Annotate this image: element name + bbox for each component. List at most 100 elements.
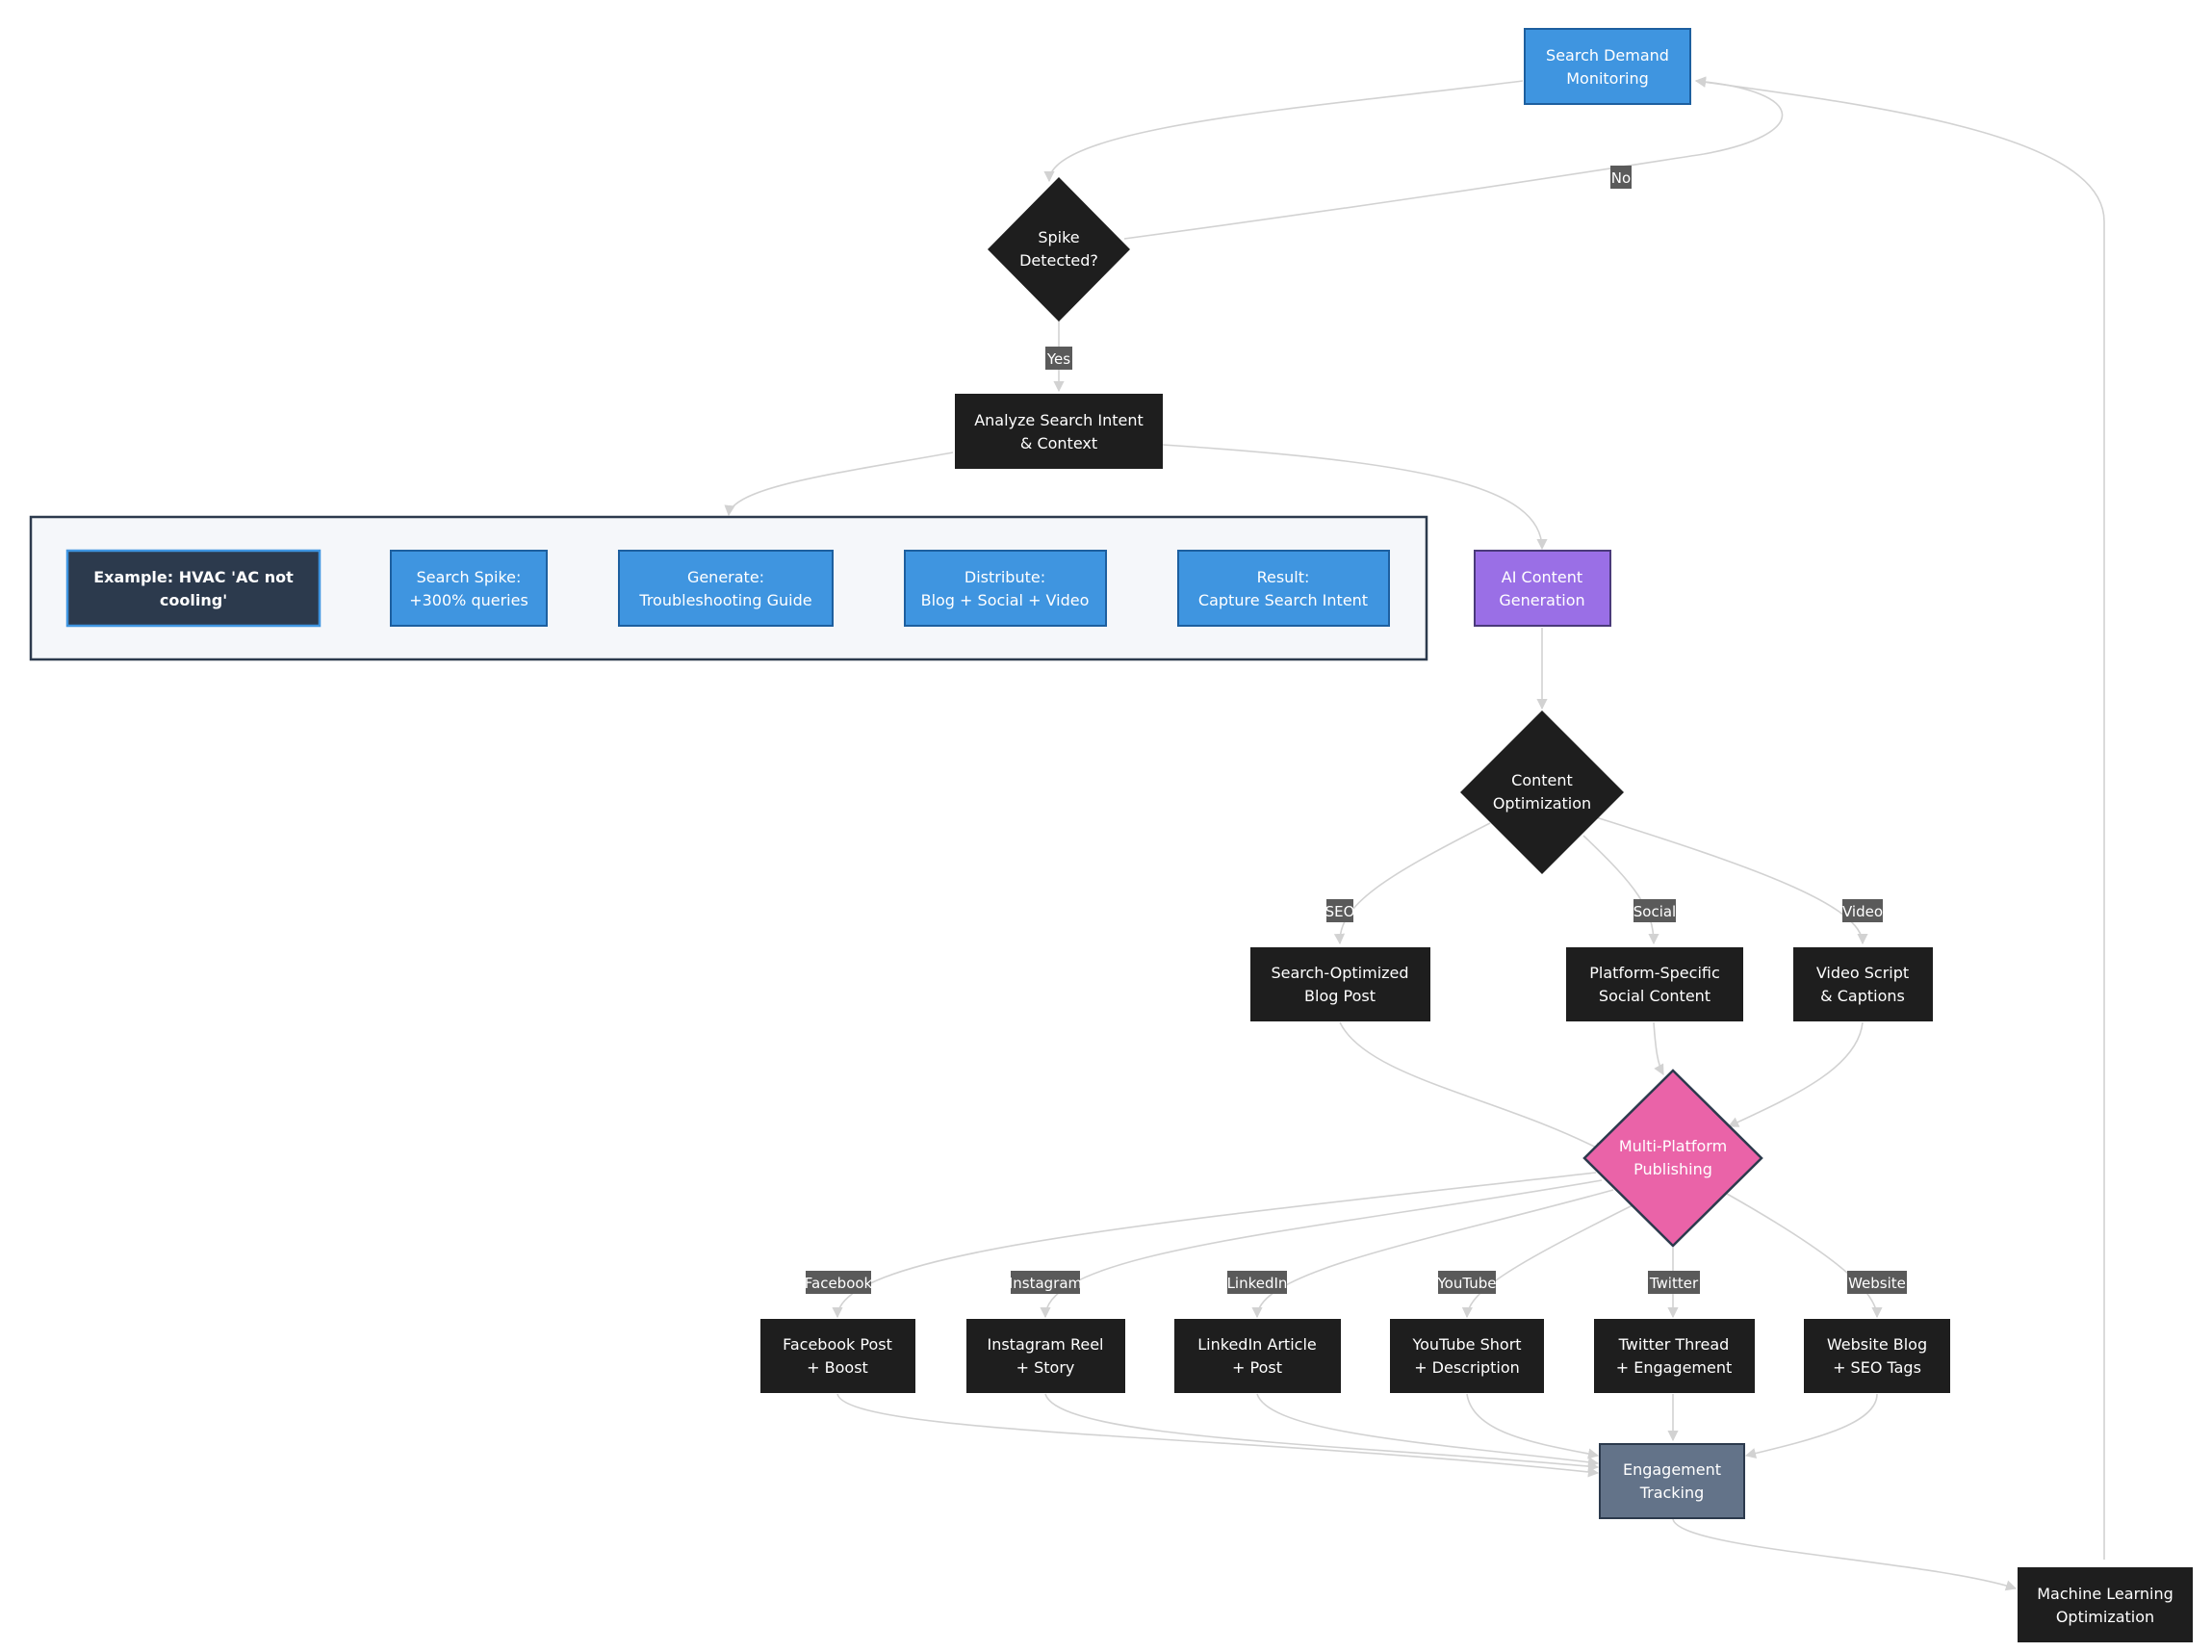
example-subgraph: Example: HVAC 'AC not cooling' Search Sp…	[29, 515, 1428, 661]
node-ai-content[interactable]: AI Content Generation	[1474, 550, 1611, 627]
instagram-reel-line-2: + Story	[1016, 1358, 1075, 1377]
example-distribute-line-1: Distribute:	[965, 568, 1045, 586]
node-website-blog[interactable]: Website Blog + SEO Tags	[1804, 1319, 1950, 1393]
example-spike-node[interactable]: Search Spike: +300% queries	[390, 550, 548, 627]
analyze-intent-line-1: Analyze Search Intent	[974, 411, 1144, 429]
node-search-demand[interactable]: Search Demand Monitoring	[1524, 28, 1691, 105]
edge-opt-to-social	[1582, 835, 1659, 945]
ai-content-line-1: AI Content	[1502, 568, 1582, 586]
ml-optimization-line-1: Machine Learning	[2037, 1585, 2173, 1603]
example-title-node[interactable]: Example: HVAC 'AC not cooling'	[65, 549, 322, 628]
example-distribute-line-2: Blog + Social + Video	[921, 591, 1090, 609]
node-multi-platform[interactable]: Multi-Platform Publishing	[1582, 1069, 1763, 1248]
edge-label-instagram: Instagram	[1009, 1271, 1082, 1294]
edge-multi-to-youtube	[1461, 1202, 1637, 1319]
example-spike-line-2: +300% queries	[409, 591, 528, 609]
svg-text:Website: Website	[1848, 1275, 1906, 1292]
edge-labels: No Yes SEO Social Video Facebook Instagr…	[805, 166, 1907, 1294]
svg-text:SEO: SEO	[1325, 903, 1355, 920]
ml-optimization-line-2: Optimization	[2056, 1608, 2154, 1626]
youtube-short-line-1: YouTube Short	[1411, 1335, 1521, 1354]
edge-label-social: Social	[1633, 899, 1676, 922]
edge-analyze-to-ai	[1162, 444, 1548, 551]
edge-label-video: Video	[1842, 899, 1883, 922]
svg-text:Social: Social	[1633, 903, 1676, 920]
node-spike-detected[interactable]: Spike Detected?	[988, 177, 1130, 322]
video-script-line-1: Video Script	[1816, 964, 1909, 982]
facebook-post-line-2: + Boost	[807, 1358, 868, 1377]
example-result-line-1: Result:	[1257, 568, 1310, 586]
blog-post-line-2: Blog Post	[1304, 987, 1376, 1005]
twitter-thread-line-1: Twitter Thread	[1618, 1335, 1730, 1354]
edge-facebook-to-engagement	[836, 1393, 1600, 1478]
node-engagement-tracking[interactable]: Engagement Tracking	[1599, 1443, 1745, 1519]
edges	[320, 76, 2105, 1591]
website-blog-line-2: + SEO Tags	[1833, 1358, 1921, 1377]
edge-opt-to-video	[1592, 815, 1868, 945]
edge-label-no: No	[1610, 166, 1632, 189]
edge-social-to-multi	[1653, 1021, 1664, 1075]
node-instagram-reel[interactable]: Instagram Reel + Story	[966, 1319, 1125, 1393]
example-spike-line-1: Search Spike:	[417, 568, 522, 586]
node-social-content[interactable]: Platform-Specific Social Content	[1566, 947, 1743, 1021]
engagement-tracking-line-2: Tracking	[1639, 1484, 1705, 1502]
edge-label-twitter: Twitter	[1648, 1271, 1700, 1294]
search-demand-line-2: Monitoring	[1566, 69, 1649, 88]
multi-platform-line-1: Multi-Platform	[1619, 1137, 1727, 1155]
edge-website-to-engagement	[1744, 1393, 1878, 1459]
example-result-line-2: Capture Search Intent	[1198, 591, 1368, 609]
example-title-line-2: cooling'	[160, 591, 227, 609]
youtube-short-line-2: + Description	[1414, 1358, 1520, 1377]
edge-instagram-to-engagement	[1044, 1393, 1600, 1472]
edge-label-yes: Yes	[1045, 347, 1072, 370]
edge-video-to-multi	[1727, 1021, 1864, 1127]
edge-label-linkedin: LinkedIn	[1227, 1271, 1288, 1294]
edge-analyze-to-example	[724, 452, 954, 517]
node-content-optimization[interactable]: Content Optimization	[1460, 710, 1624, 874]
node-analyze-intent[interactable]: Analyze Search Intent & Context	[955, 394, 1163, 469]
node-facebook-post[interactable]: Facebook Post + Boost	[760, 1319, 915, 1393]
edge-multi-to-instagram	[1040, 1179, 1603, 1319]
blog-post-line-1: Search-Optimized	[1271, 964, 1408, 982]
node-blog-post[interactable]: Search-Optimized Blog Post	[1250, 947, 1430, 1021]
example-generate-line-1: Generate:	[687, 568, 764, 586]
svg-text:Twitter: Twitter	[1649, 1275, 1699, 1292]
edge-multi-to-website	[1726, 1193, 1883, 1319]
engagement-tracking-line-1: Engagement	[1623, 1460, 1721, 1479]
example-generate-node[interactable]: Generate: Troubleshooting Guide	[618, 550, 834, 627]
node-youtube-short[interactable]: YouTube Short + Description	[1390, 1319, 1544, 1393]
edge-search-to-spike	[1043, 80, 1524, 183]
social-content-line-1: Platform-Specific	[1589, 964, 1720, 982]
example-result-node[interactable]: Result: Capture Search Intent	[1177, 550, 1390, 627]
edge-spike-no-to-search	[1123, 76, 1784, 240]
facebook-post-line-1: Facebook Post	[783, 1335, 892, 1354]
svg-text:YouTube: YouTube	[1437, 1275, 1497, 1292]
node-linkedin-article[interactable]: LinkedIn Article + Post	[1174, 1319, 1341, 1393]
svg-text:Instagram: Instagram	[1009, 1275, 1082, 1292]
ai-content-line-2: Generation	[1499, 591, 1584, 609]
edge-label-facebook: Facebook	[805, 1271, 873, 1294]
linkedin-article-line-1: LinkedIn Article	[1197, 1335, 1316, 1354]
node-ml-optimization[interactable]: Machine Learning Optimization	[2018, 1567, 2193, 1642]
search-demand-line-1: Search Demand	[1546, 46, 1669, 65]
example-generate-line-2: Troubleshooting Guide	[638, 591, 811, 609]
video-script-line-2: & Captions	[1820, 987, 1905, 1005]
edge-blog-to-multi	[1339, 1021, 1605, 1152]
edge-multi-to-linkedin	[1251, 1189, 1614, 1319]
edge-opt-to-blog	[1333, 822, 1491, 945]
edge-engagement-to-ml	[1672, 1518, 2018, 1591]
edge-label-youtube: YouTube	[1437, 1271, 1497, 1294]
node-twitter-thread[interactable]: Twitter Thread + Engagement	[1594, 1319, 1755, 1393]
content-optimization-line-2: Optimization	[1493, 794, 1591, 813]
example-title-line-1: Example: HVAC 'AC not	[93, 568, 294, 586]
multi-platform-line-2: Publishing	[1633, 1160, 1712, 1178]
node-video-script[interactable]: Video Script & Captions	[1793, 947, 1933, 1021]
example-distribute-node[interactable]: Distribute: Blog + Social + Video	[904, 550, 1107, 627]
svg-text:Yes: Yes	[1046, 350, 1070, 368]
social-content-line-2: Social Content	[1599, 987, 1710, 1005]
analyze-intent-line-2: & Context	[1020, 434, 1097, 452]
svg-text:LinkedIn: LinkedIn	[1227, 1275, 1288, 1292]
edge-multi-to-facebook	[832, 1172, 1597, 1319]
svg-text:No: No	[1611, 169, 1631, 187]
